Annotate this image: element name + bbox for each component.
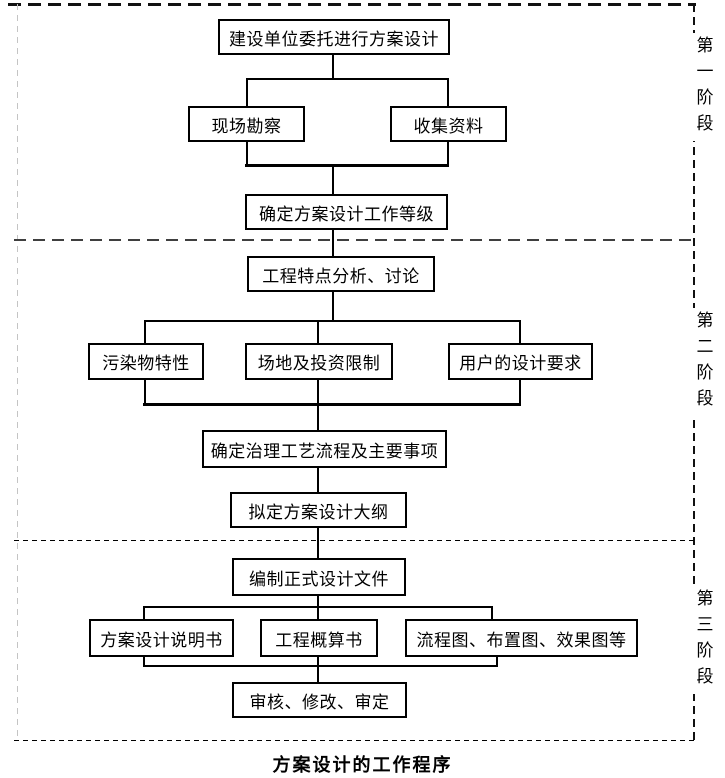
- connector-line: [519, 380, 521, 405]
- connector-line: [144, 380, 146, 405]
- diagram-caption: 方案设计的工作程序: [272, 755, 453, 775]
- connector-line: [317, 380, 319, 405]
- flow-node-site-survey: 现场勘察: [188, 106, 305, 142]
- connector-rail: [144, 320, 521, 322]
- connector-rail: [246, 78, 449, 80]
- connector-line: [317, 468, 319, 492]
- stage-label-2: 第二阶段: [691, 308, 719, 416]
- flow-node-feature-analysis: 工程特点分析、讨论: [247, 256, 435, 292]
- flow-node-design-description: 方案设计说明书: [89, 619, 234, 657]
- stage-label-3: 第三阶段: [691, 586, 719, 694]
- connector-rail: [143, 606, 493, 608]
- frame-left-dashed-line: [17, 4, 18, 741]
- flow-node-pollutant-character: 污染物特性: [88, 343, 204, 380]
- stage-divider-line-2: [14, 540, 694, 541]
- connector-line: [447, 142, 449, 166]
- connector-line: [246, 78, 248, 106]
- flow-node-entrust-design: 建设单位委托进行方案设计: [218, 19, 450, 55]
- connector-line: [144, 320, 146, 343]
- stage-divider-line-1: [14, 239, 694, 241]
- connector-rail: [143, 403, 521, 406]
- frame-top-dashed-line: [8, 3, 696, 6]
- flow-node-user-requirements: 用户的设计要求: [448, 343, 593, 380]
- connector-line: [496, 657, 498, 666]
- flow-node-formal-documents: 编制正式设计文件: [232, 558, 406, 596]
- connector-rail: [143, 665, 498, 667]
- stage-label-1: 第一阶段: [691, 33, 719, 141]
- flow-node-process-main-items: 确定治理工艺流程及主要事项: [202, 430, 447, 468]
- connector-line: [332, 55, 334, 79]
- connector-line: [246, 142, 248, 166]
- connector-line: [519, 320, 521, 343]
- connector-line: [491, 606, 493, 619]
- flow-node-review-revise-approve: 审核、修改、审定: [232, 682, 407, 718]
- connector-line: [332, 230, 334, 256]
- flow-node-design-work-level: 确定方案设计工作等级: [245, 194, 448, 230]
- connector-line: [143, 657, 145, 666]
- frame-bottom-dashed-line: [14, 740, 695, 741]
- connector-rail: [245, 164, 449, 167]
- flow-node-collect-data: 收集资料: [390, 106, 507, 142]
- connector-line: [143, 606, 145, 619]
- connector-line: [332, 292, 334, 321]
- flow-node-design-outline: 拟定方案设计大纲: [230, 492, 407, 528]
- connector-line: [447, 78, 449, 106]
- connector-line: [317, 657, 319, 682]
- flow-node-site-investment-limit: 场地及投资限制: [245, 343, 393, 380]
- connector-line: [317, 405, 319, 430]
- connector-line: [317, 528, 319, 558]
- connector-line: [317, 320, 319, 343]
- connector-line: [332, 166, 334, 194]
- flow-node-project-estimate: 工程概算书: [260, 619, 378, 657]
- flow-node-drawings: 流程图、布置图、效果图等: [405, 619, 638, 657]
